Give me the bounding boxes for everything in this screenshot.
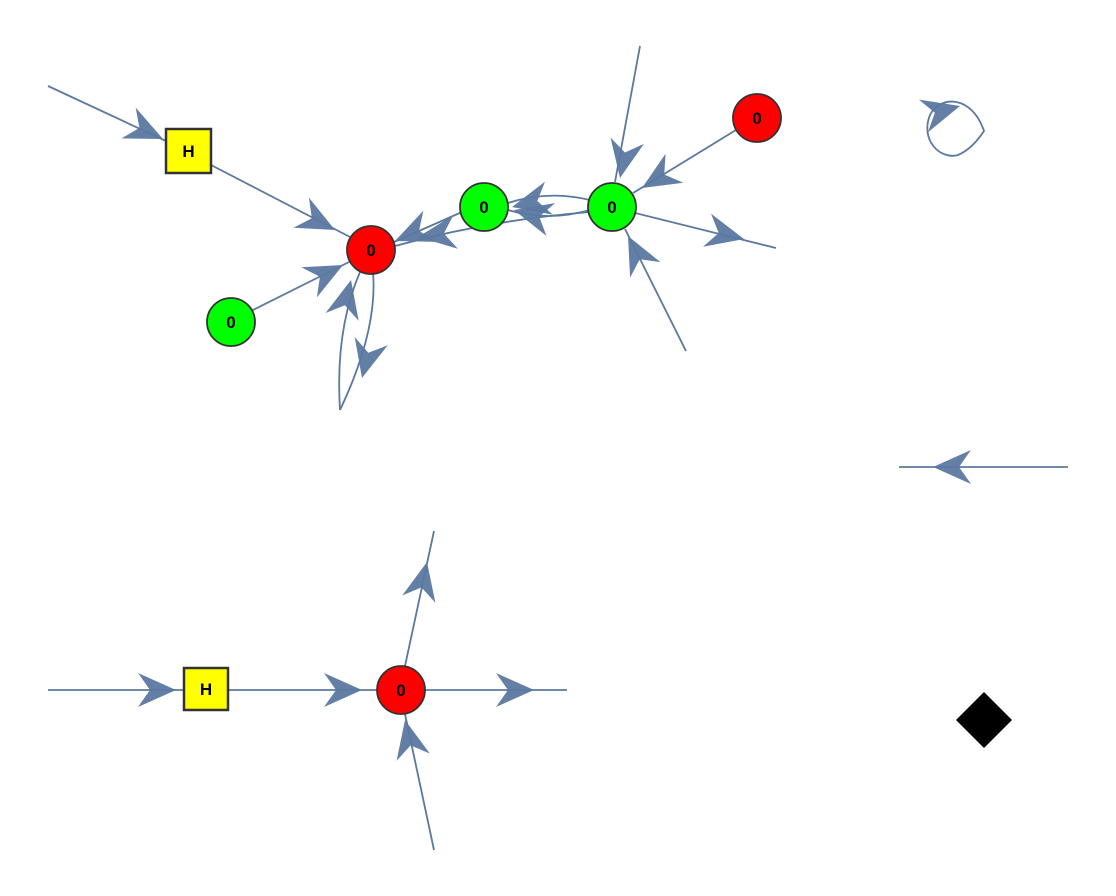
hadamard-box-bottom[interactable]: H	[182, 666, 230, 712]
arrowhead-top-input-to-green-right	[610, 137, 644, 178]
red-spider-bottom-label: 0	[396, 681, 405, 700]
arrowhead-input-to-h-top	[121, 107, 163, 139]
arrowhead-self-loop	[918, 99, 960, 133]
arrowhead-bottom-input-to-green-right	[628, 236, 661, 278]
edge-green-right-to-green-mid-a	[507, 194, 591, 204]
arrowhead-h-bottom-to-red-bottom	[324, 673, 362, 707]
green-spider-right[interactable]: 0	[587, 182, 637, 232]
arrowheads	[121, 99, 971, 761]
edge-green-right-to-output	[634, 212, 777, 249]
scalar-diamond-icon[interactable]	[956, 692, 1012, 748]
arrowhead-green-right-to-red-top	[418, 215, 458, 249]
red-spider-top-right-label: 0	[752, 109, 761, 128]
arrowhead-loop-up	[325, 280, 359, 321]
edge-red-bottom-to-output-top	[404, 530, 435, 667]
red-spider-top-label: 0	[366, 241, 375, 260]
arrowhead-green-right-to-green-mid-b	[514, 203, 556, 236]
edge-green-right-to-green-mid-b	[507, 209, 591, 217]
nodes: H 0 0 0 0 0 H	[164, 93, 1012, 748]
red-spider-top[interactable]: 0	[346, 225, 396, 275]
arrowhead-green-right-to-output	[703, 213, 744, 247]
green-spider-middle[interactable]: 0	[459, 182, 509, 232]
edge-red-top-loop-down-a	[338, 271, 361, 411]
green-spider-right-label: 0	[607, 198, 616, 217]
green-spider-left-label: 0	[226, 313, 235, 332]
arrowhead-green-left-to-red-top	[301, 265, 343, 298]
edge-self-loop	[926, 100, 985, 157]
arrowhead-red-bottom-to-output-top	[402, 562, 436, 603]
arrowhead-h-top-to-red-top	[293, 197, 335, 230]
arrowhead-red-topright-to-green-right	[642, 153, 684, 188]
arrowhead-bottom-input-to-red-bottom	[396, 720, 430, 761]
red-spider-bottom[interactable]: 0	[376, 665, 426, 715]
arrowhead-green-mid-to-red-top	[395, 210, 437, 242]
arrowhead-red-bottom-to-output-right	[496, 673, 534, 707]
hadamard-box-top[interactable]: H	[164, 127, 213, 175]
arrowhead-loop-down	[354, 337, 388, 378]
hadamard-top-label: H	[182, 142, 194, 161]
arrowhead-isolated-wire	[933, 450, 971, 484]
arrowhead-input-to-h-bottom	[138, 673, 176, 707]
green-spider-left[interactable]: 0	[206, 297, 256, 347]
green-spider-middle-label: 0	[479, 198, 488, 217]
edge-red-top-loop-down-b	[339, 271, 375, 411]
red-spider-top-right[interactable]: 0	[732, 93, 782, 143]
hadamard-bottom-label: H	[200, 680, 212, 699]
